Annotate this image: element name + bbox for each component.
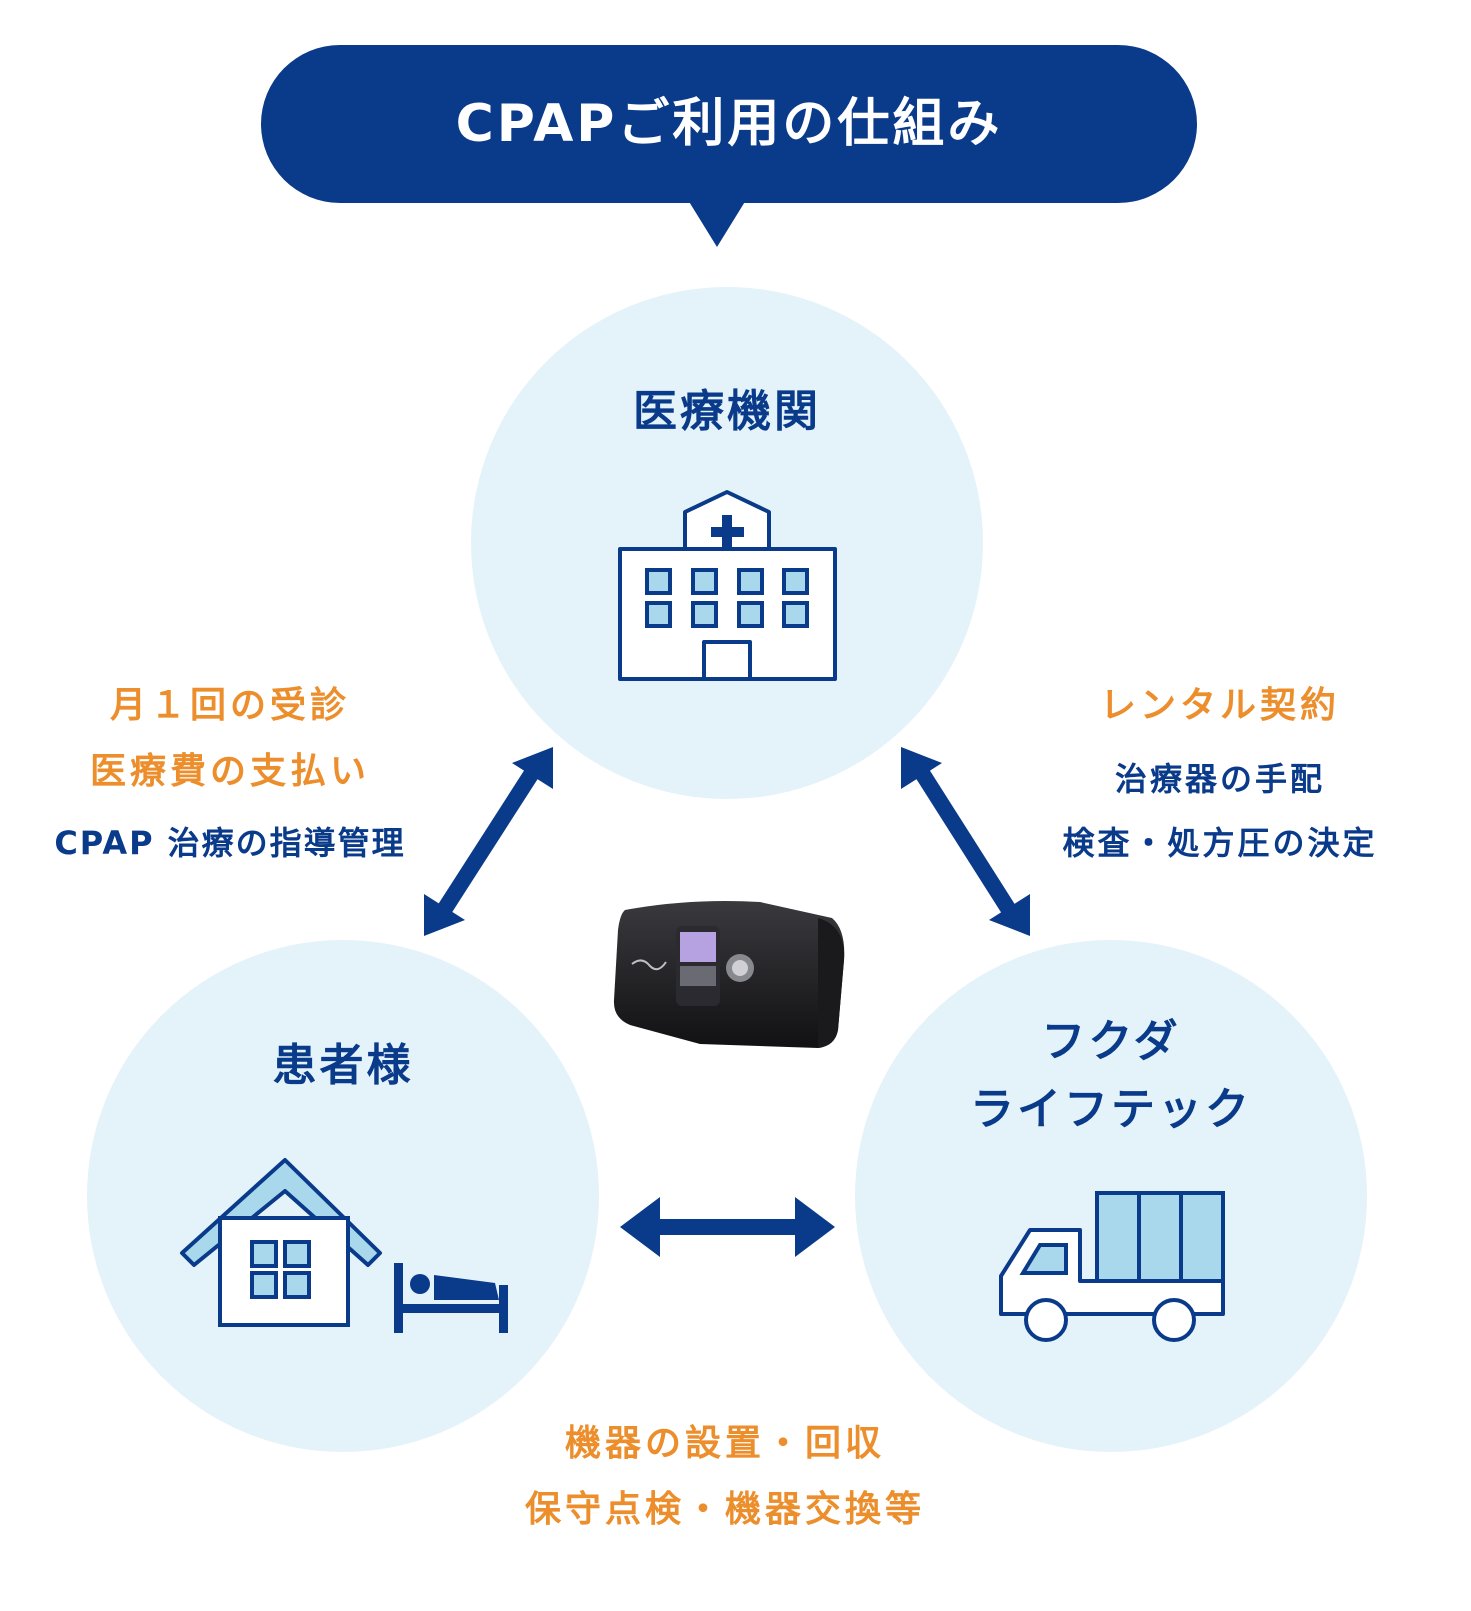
title-bubble-pointer [688,200,746,247]
page-title: CPAPご利用の仕組み [455,94,1003,154]
company-label-line1: フクダ [1041,1016,1181,1067]
hospital-label: 医療機関 [633,386,821,437]
patient-label: 患者様 [272,1040,414,1091]
house-bed-icon [180,1158,508,1333]
relation-patient-hospital-line3: CPAP 治療の指導管理 [54,824,406,862]
relation-patient-company-line1: 機器の設置・回収 [564,1423,885,1464]
relation-patient-hospital-line2: 医療費の支払い [89,751,370,792]
truck-icon [999,1191,1225,1342]
title-bubble [261,45,1197,203]
hospital-icon [618,490,837,681]
relation-patient-hospital-line1: 月１回の受診 [109,685,350,726]
company-label-line2: ライフテック [970,1084,1252,1135]
relation-hospital-company-line2: 治療器の手配 [1114,760,1325,798]
patient-circle [87,940,599,1452]
relation-hospital-company-line3: 検査・処方圧の決定 [1062,824,1378,862]
relation-hospital-company-line1: レンタル契約 [1099,685,1340,726]
cpap-device-icon [613,901,845,1048]
relation-patient-company-line2: 保守点検・機器交換等 [524,1489,925,1530]
